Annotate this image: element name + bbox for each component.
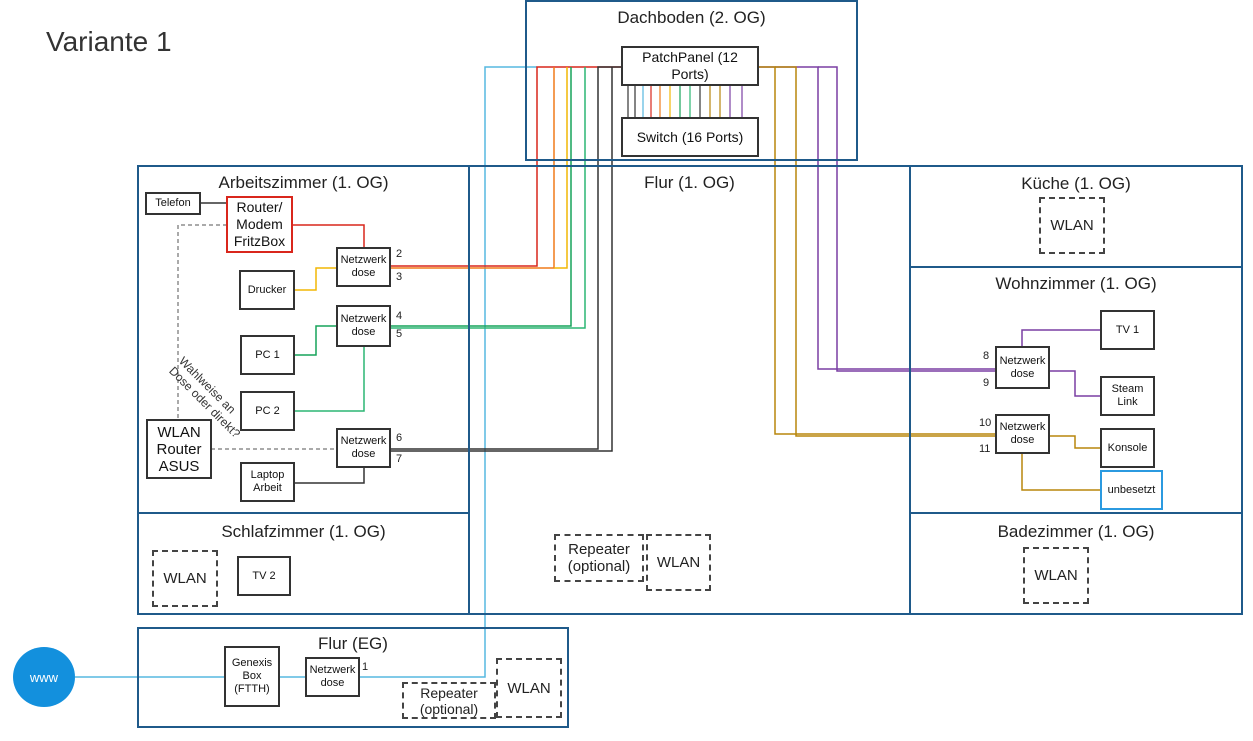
room-flur-eg: Flur (EG) bbox=[137, 627, 569, 728]
network-socket-6-7: Netzwerk dose bbox=[336, 428, 391, 468]
cable-port-5 bbox=[390, 67, 586, 329]
repeater-flur-eg: Repeater (optional) bbox=[402, 682, 496, 719]
room-title-badezimmer: Badezimmer (1. OG) bbox=[997, 522, 1155, 541]
cable-unbesetzt bbox=[1021, 453, 1101, 491]
cable-port-11 bbox=[775, 66, 996, 437]
room-title-arbeitszimmer: Arbeitszimmer (1. OG) bbox=[218, 173, 389, 192]
cable-port-10 bbox=[758, 66, 996, 435]
room-title-wohnzimmer: Wohnzimmer (1. OG) bbox=[995, 274, 1157, 293]
network-socket-10-11: Netzwerk dose bbox=[995, 414, 1050, 454]
port-label-4: 4 bbox=[396, 310, 403, 322]
wlan-kueche: WLAN bbox=[1039, 197, 1105, 254]
room-schlafzimmer: Schlafzimmer (1. OG) bbox=[137, 512, 470, 615]
port-label-5: 5 bbox=[396, 328, 403, 340]
room-badezimmer: Badezimmer (1. OG) bbox=[909, 512, 1243, 615]
network-socket-2-3: Netzwerk dose bbox=[336, 247, 391, 287]
port-label-1: 1 bbox=[362, 661, 369, 673]
cable-drucker bbox=[294, 267, 337, 291]
pc-2: PC 2 bbox=[240, 391, 295, 431]
network-socket-8-9: Netzwerk dose bbox=[995, 346, 1050, 389]
cable-laptop bbox=[294, 467, 365, 484]
wlan-flur-eg: WLAN bbox=[496, 658, 562, 718]
tv-1: TV 1 bbox=[1100, 310, 1155, 350]
room-dachboden: Dachboden (2. OG) bbox=[525, 0, 858, 161]
room-title-flur-og: Flur (1. OG) bbox=[644, 173, 735, 192]
port-label-10: 10 bbox=[979, 417, 992, 429]
laptop-arbeit: Laptop Arbeit bbox=[240, 462, 295, 502]
cable-port-7 bbox=[390, 67, 613, 452]
cable-port-6 bbox=[390, 66, 621, 450]
genexis-box: Genexis Box (FTTH) bbox=[224, 646, 280, 707]
cable-pc2 bbox=[294, 346, 365, 412]
network-socket-4-5: Netzwerk dose bbox=[336, 305, 391, 347]
port-label-7: 7 bbox=[396, 453, 403, 465]
konsole: Konsole bbox=[1100, 428, 1155, 468]
room-wohnzimmer: Wohnzimmer (1. OG) bbox=[909, 266, 1243, 514]
diagram-title: Variante 1 bbox=[46, 26, 172, 57]
router-fritzbox: Router/ Modem FritzBox bbox=[226, 196, 293, 253]
cable-steam bbox=[1049, 370, 1101, 397]
cable-port-4 bbox=[390, 67, 572, 327]
room-title-schlafzimmer: Schlafzimmer (1. OG) bbox=[221, 522, 386, 541]
cable-router bbox=[292, 224, 365, 248]
wlan-badezimmer: WLAN bbox=[1023, 547, 1089, 604]
network-socket-1: Netzwerk dose bbox=[305, 657, 360, 697]
cable-asus-option bbox=[177, 224, 227, 420]
port-label-2: 2 bbox=[396, 248, 403, 260]
cable-pc1 bbox=[294, 325, 337, 356]
port-label-9: 9 bbox=[983, 377, 990, 389]
pc-1: PC 1 bbox=[240, 335, 295, 375]
tv-2: TV 2 bbox=[237, 556, 291, 596]
room-title-kueche: Küche (1. OG) bbox=[1021, 174, 1131, 193]
cable-konsole bbox=[1049, 435, 1101, 449]
cable-tv1 bbox=[1021, 329, 1101, 346]
room-title-flur-eg: Flur (EG) bbox=[318, 634, 388, 653]
repeater-flur-og: Repeater (optional) bbox=[554, 534, 644, 582]
drucker: Drucker bbox=[239, 270, 295, 310]
unbesetzt: unbesetzt bbox=[1100, 470, 1163, 510]
patch-cables bbox=[627, 86, 743, 118]
cable-port-1 bbox=[359, 66, 537, 678]
room-title-dachboden: Dachboden (2. OG) bbox=[617, 8, 766, 27]
port-label-6: 6 bbox=[396, 432, 403, 444]
cable-port-9 bbox=[818, 66, 996, 372]
port-label-8: 8 bbox=[983, 350, 990, 362]
internet-www: www bbox=[13, 647, 75, 707]
wlan-schlafzimmer: WLAN bbox=[152, 550, 218, 607]
cable-port-3b bbox=[554, 67, 568, 269]
steam-link: Steam Link bbox=[1100, 376, 1155, 416]
port-label-3: 3 bbox=[396, 271, 403, 283]
switch: Switch (16 Ports) bbox=[621, 117, 759, 157]
telefon: Telefon bbox=[145, 192, 201, 215]
patchpanel: PatchPanel (12 Ports) bbox=[621, 46, 759, 86]
wlan-flur-og: WLAN bbox=[646, 534, 711, 591]
port-label-11: 11 bbox=[979, 443, 991, 455]
wlan-router-asus: WLAN Router ASUS bbox=[146, 419, 212, 479]
